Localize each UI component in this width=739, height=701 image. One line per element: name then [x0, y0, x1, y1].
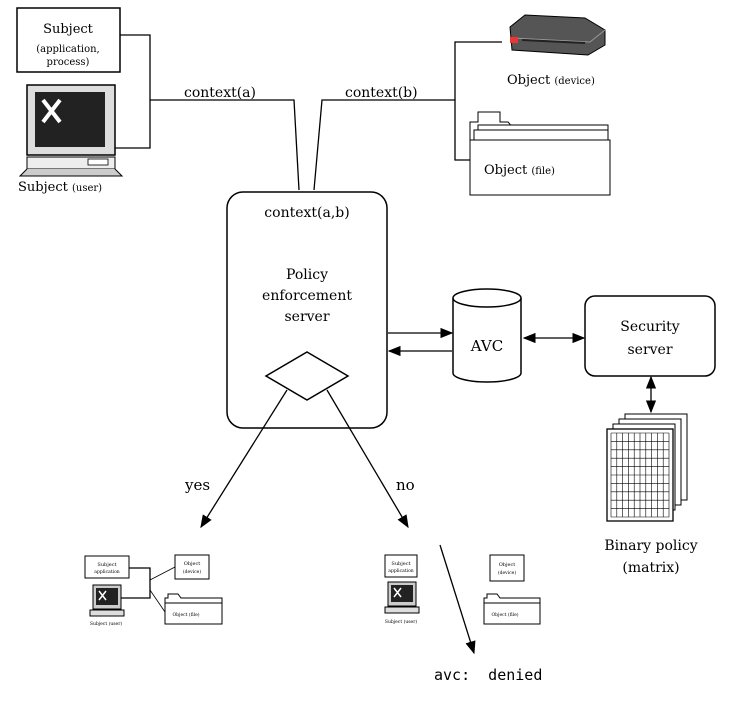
subject-app-subtitle-1: (application,: [36, 44, 99, 55]
context-b-label: context(b): [345, 85, 418, 101]
mini-no-subject-app-1: Subject: [391, 561, 410, 567]
denied-arrow: [439, 544, 476, 655]
mini-yes-object-device-2: (device): [183, 568, 201, 575]
pes-context-label: context(a,b): [264, 205, 349, 221]
mini-yes-object-file: Object (file): [172, 611, 199, 618]
workstation-icon: [18, 84, 124, 177]
device-icon: [509, 14, 606, 56]
subject-app-subtitle-2: process): [47, 57, 90, 68]
object-device-connector: [454, 41, 502, 100]
mini-yes-subject-app-1: Subject: [97, 562, 116, 568]
security-server-line-2: server: [627, 342, 672, 358]
object-file-label: Object (file): [484, 163, 555, 178]
policy-enforcement-server: [226, 191, 388, 429]
security-server-line-1: Security: [620, 319, 680, 335]
decision-diamond: [264, 351, 350, 401]
binary-policy-line-1: Binary policy: [604, 538, 697, 554]
policy-matrix-icon: [606, 413, 688, 522]
pes-line-2: enforcement: [262, 288, 352, 304]
no-arrow: [326, 389, 409, 529]
mini-no-object-device-2: (device): [498, 569, 516, 576]
object-file-connector: [313, 99, 470, 191]
security-server: [584, 295, 716, 377]
avc-cylinder: [452, 288, 522, 383]
avc-denied-label: avc: denied: [434, 666, 542, 684]
subject-application-box: Subject (application, process): [16, 7, 121, 73]
subject-user-connector: [115, 99, 300, 191]
mini-no-object-file: Object (file): [491, 611, 518, 618]
yes-arrow: [200, 389, 288, 529]
binary-policy-line-2: (matrix): [622, 560, 679, 576]
mini-diagram-yes: Subject application Subject (user) Objec…: [84, 554, 223, 627]
mini-diagram-no: Subject application Subject (user) Objec…: [384, 554, 541, 625]
avc-label: AVC: [470, 337, 503, 355]
pes-line-3: server: [284, 309, 329, 325]
subject-app-connector: [120, 34, 151, 100]
mini-no-object-device-1: Object: [499, 562, 516, 568]
folder-icon: [469, 111, 611, 196]
yes-label: yes: [184, 476, 210, 494]
mini-yes-object-device-1: Object: [184, 561, 201, 567]
no-label: no: [396, 476, 415, 494]
context-a-label: context(a): [184, 85, 256, 101]
object-device-label: Object (device): [507, 73, 595, 88]
mini-no-subject-app-2: application: [388, 568, 413, 574]
subject-app-title: Subject: [43, 22, 94, 37]
mini-yes-subject-app-2: application: [94, 569, 119, 575]
pes-line-1: Policy: [286, 267, 328, 283]
subject-user-label: Subject (user): [18, 180, 102, 195]
mini-yes-subject-user: Subject (user): [90, 620, 122, 627]
mini-no-subject-user: Subject (user): [385, 618, 417, 625]
